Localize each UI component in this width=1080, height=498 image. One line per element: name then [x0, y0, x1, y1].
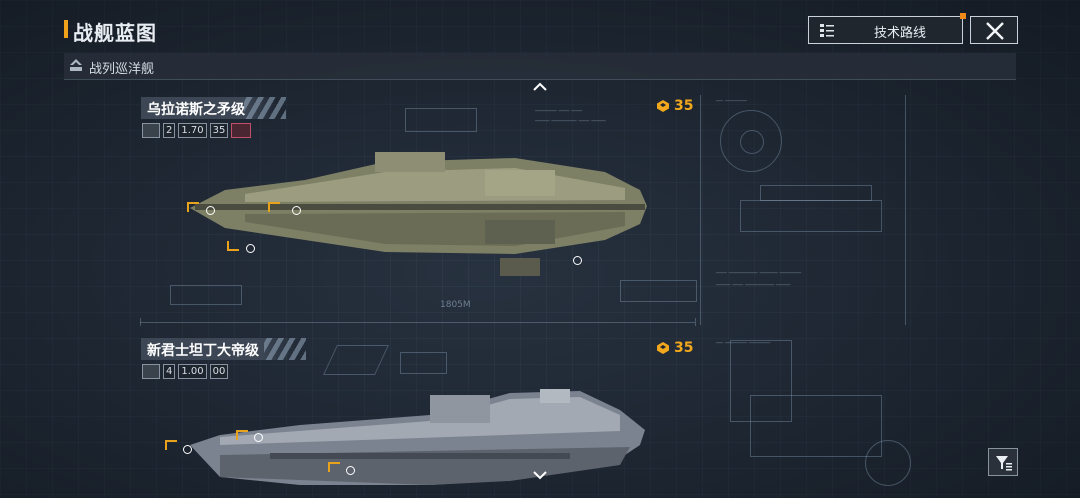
ship-name: 新君士坦丁大帝级	[147, 343, 259, 359]
hardpoint-marker[interactable]	[183, 445, 192, 454]
stat-value: 1.00	[178, 364, 207, 379]
currency-icon	[657, 342, 669, 354]
hardpoint-marker[interactable]	[292, 206, 301, 215]
stat-sub: 35	[209, 123, 229, 138]
hazard-icon	[231, 123, 252, 138]
scroll-up-icon[interactable]	[532, 82, 548, 92]
hardpoint-bracket	[165, 440, 177, 450]
rank-chevron-icon	[70, 59, 82, 71]
ship-image	[190, 152, 647, 276]
stat-level: 2	[163, 123, 176, 138]
tech-route-button[interactable]: 技术路线	[808, 13, 966, 44]
cost-value: 35	[674, 98, 694, 114]
ship-stats: 2 1.70 35	[142, 123, 252, 138]
category-bar: 战列巡洋舰	[64, 53, 1016, 80]
filter-button[interactable]	[988, 448, 1018, 476]
engine-icon	[142, 364, 160, 379]
ship-name: 乌拉诺斯之矛级	[147, 102, 245, 118]
stat-value: 1.70	[178, 123, 207, 138]
hardpoint-marker[interactable]	[254, 433, 263, 442]
ship-image	[190, 389, 645, 485]
hardpoint-marker[interactable]	[573, 256, 582, 265]
ship-cost: 35	[657, 340, 694, 356]
hardpoint-bracket	[268, 202, 280, 212]
engine-icon	[142, 123, 160, 138]
hardpoint-marker[interactable]	[206, 206, 215, 215]
name-bar-stripes	[244, 97, 286, 119]
tech-route-label: 技术路线	[874, 26, 927, 41]
ship-stats: 4 1.00 00	[142, 364, 229, 379]
stat-level: 4	[163, 364, 176, 379]
name-bar-stripes	[264, 338, 306, 360]
scroll-down-icon[interactable]	[532, 470, 548, 480]
cost-value: 35	[674, 340, 694, 356]
hardpoint-marker[interactable]	[246, 244, 255, 253]
stat-sub: 00	[209, 364, 229, 379]
hardpoint-bracket	[328, 462, 340, 472]
category-label: 战列巡洋舰	[89, 62, 155, 77]
ship-name-bar: 新君士坦丁大帝级	[141, 338, 306, 360]
currency-icon	[657, 100, 669, 112]
title-accent	[64, 20, 68, 38]
hardpoint-marker[interactable]	[346, 466, 355, 475]
ship-length: 1805M	[440, 300, 471, 310]
hardpoint-bracket	[227, 241, 239, 251]
ship-name-bar: 乌拉诺斯之矛级	[141, 97, 286, 119]
tech-tree-icon	[820, 24, 834, 37]
ship-cost: 35	[657, 98, 694, 114]
page-title: 战舰蓝图	[73, 21, 157, 45]
filter-icon	[996, 456, 1012, 471]
close-icon	[986, 22, 1004, 40]
close-button[interactable]	[970, 16, 1018, 44]
hardpoint-bracket	[236, 430, 248, 440]
hardpoint-bracket	[187, 202, 199, 212]
notification-dot	[960, 13, 966, 19]
